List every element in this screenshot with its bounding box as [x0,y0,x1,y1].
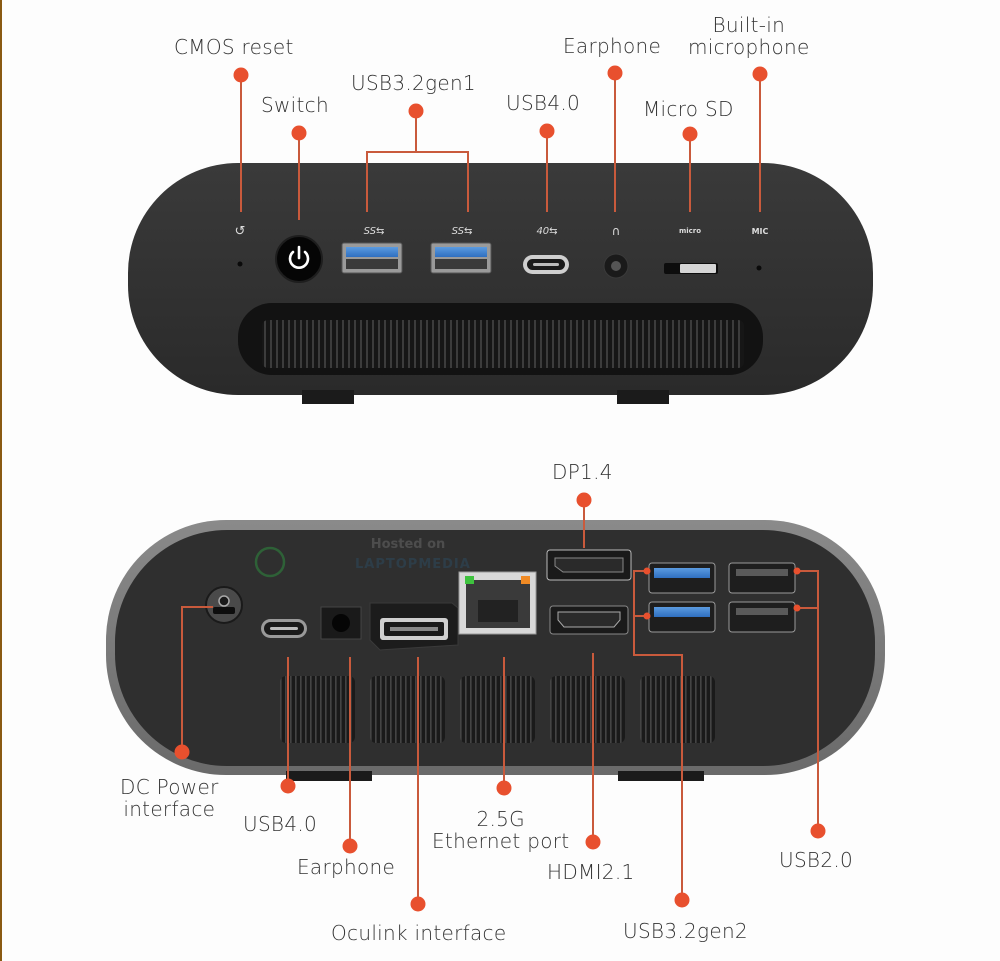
rear-vent-3 [460,676,535,743]
ethernet-port [458,571,537,635]
ethernet-activity-led [521,576,530,584]
usb-superspeed-icon: SS⇆ [452,226,473,237]
callout-dot [291,125,307,141]
label-usb40-rear: USB4.0 [243,812,318,836]
audio-jack-rear [320,606,362,640]
rear-vent-4 [550,676,625,743]
page-left-border [0,0,2,961]
callout-dot [280,778,296,794]
callout-dot [174,744,190,760]
callout-dot [233,67,249,83]
callout-dot [496,780,512,796]
callout-dot [682,126,698,142]
usb-c-port-rear [261,619,307,638]
watermark: Hosted on LAPTOPMEDIA [254,537,471,578]
label-ethernet: 2.5G Ethernet port [432,807,570,853]
callout-dot [643,567,651,575]
callout-dot [607,65,623,81]
callout-dot [674,892,690,908]
callout-dot [643,612,651,620]
label-earphone-rear: Earphone [297,855,396,879]
hdmi-port [549,605,629,635]
displayport-port [546,549,632,581]
headphone-icon: ∩ [612,224,621,238]
label-usb40-front: USB4.0 [506,91,581,115]
label-hdmi21: HDMI2.1 [547,860,635,884]
usb-a-port-gen1-2 [430,242,492,274]
callout-dot [342,838,358,854]
watermark-logo-icon [254,546,286,578]
svg-text:LAPTOPMEDIA: LAPTOPMEDIA [355,557,471,572]
usb-a-port-gen2-1 [648,562,716,594]
power-icon [288,250,310,269]
label-usb32gen2: USB3.2gen2 [623,919,748,943]
audio-jack-front [603,253,629,279]
callout-dots [174,65,826,912]
callout-dot [793,604,801,612]
label-usb32gen1: USB3.2gen1 [351,71,476,95]
oculink-port [369,602,459,651]
callout-dot [576,492,592,508]
usb-a-port-usb2-2 [728,601,796,633]
callout-dot [539,123,555,139]
usb-a-port-gen2-2 [648,601,716,633]
label-dp14: DP1.4 [552,460,613,484]
rear-vent-5 [640,676,715,743]
usb-a-port-usb2-1 [728,562,796,594]
label-switch: Switch [261,93,329,117]
callout-dot [752,66,768,82]
rear-ports [205,549,796,651]
callout-lines [181,73,819,904]
label-cmos-reset: CMOS reset [174,35,294,59]
ethernet-link-led [465,576,474,584]
dc-power-jack [205,586,243,624]
usb-superspeed-icon: SS⇆ [364,226,385,237]
label-dc-power: DC Power interface [120,775,219,821]
front-ports [237,235,762,283]
cmos-reset-icon: ↺ [235,224,246,239]
label-usb20: USB2.0 [779,848,854,872]
callout-dot [793,567,801,575]
usb4-40gbps-icon: 40⇆ [536,226,557,237]
usb-c-port-front [523,255,569,274]
rear-vent-1 [280,676,355,743]
front-device [128,163,873,404]
usb-a-port-gen1-1 [341,242,403,274]
label-builtin-microphone: Built-in microphone [688,13,810,59]
svg-text:Hosted on: Hosted on [371,537,446,552]
rear-vent-2 [370,676,445,743]
label-micro-sd: Micro SD [643,97,734,121]
microsd-icon: micro [679,227,701,235]
front-port-glyphs: ↺ SS⇆ SS⇆ 40⇆ ∩ micro MIC [235,224,769,239]
power-switch[interactable] [275,235,323,283]
callout-dot [408,103,424,119]
microsd-slot [664,263,718,274]
callout-dot [410,896,426,912]
cmos-reset-hole [237,261,243,267]
label-oculink: Oculink interface [331,921,507,945]
microphone-hole [756,265,762,271]
mic-icon: MIC [752,227,769,236]
callout-dot [585,834,601,850]
rear-device [106,520,885,781]
callout-dot [810,823,826,839]
label-earphone-front: Earphone [563,34,662,58]
